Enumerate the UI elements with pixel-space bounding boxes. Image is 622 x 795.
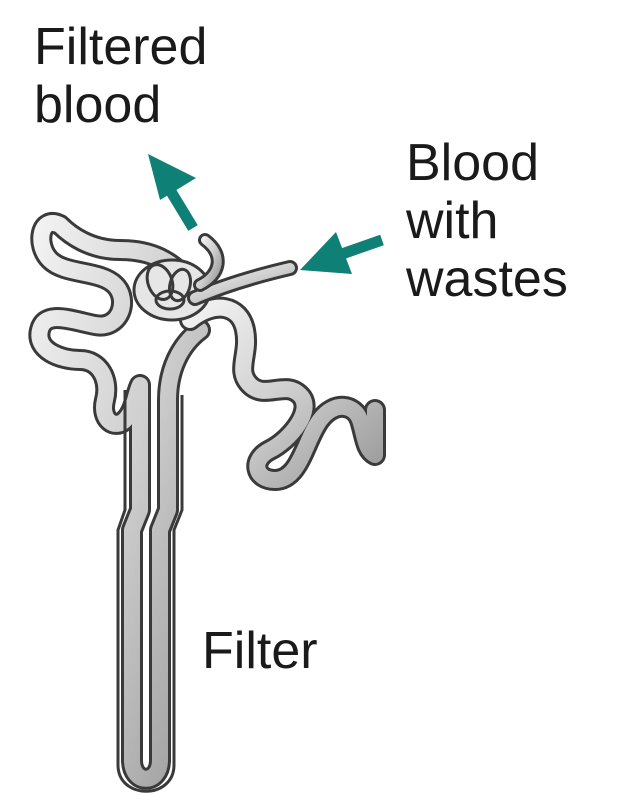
- blood-with-wastes-line-3: wastes: [406, 250, 568, 308]
- filtered-blood-label: Filtered blood: [34, 18, 207, 134]
- proximal-tubule: [28, 212, 211, 790]
- blood-with-wastes-line-1: Blood: [406, 134, 539, 192]
- loop-of-henle: [116, 390, 184, 793]
- arrow-up-left-icon: [148, 154, 198, 231]
- blood-with-wastes-line-2: with: [406, 192, 499, 250]
- glomerulus: [132, 258, 212, 322]
- afferent-vessel: [187, 260, 298, 306]
- distal-tubule: [179, 296, 386, 491]
- filter-label: Filter: [202, 622, 318, 680]
- arrow-left-icon: [300, 232, 384, 274]
- efferent-vessel: [193, 233, 225, 292]
- filtered-blood-line-1: Filtered: [34, 18, 208, 76]
- blood-with-wastes-label: Blood with wastes: [406, 134, 568, 308]
- filtered-blood-line-2: blood: [34, 76, 162, 134]
